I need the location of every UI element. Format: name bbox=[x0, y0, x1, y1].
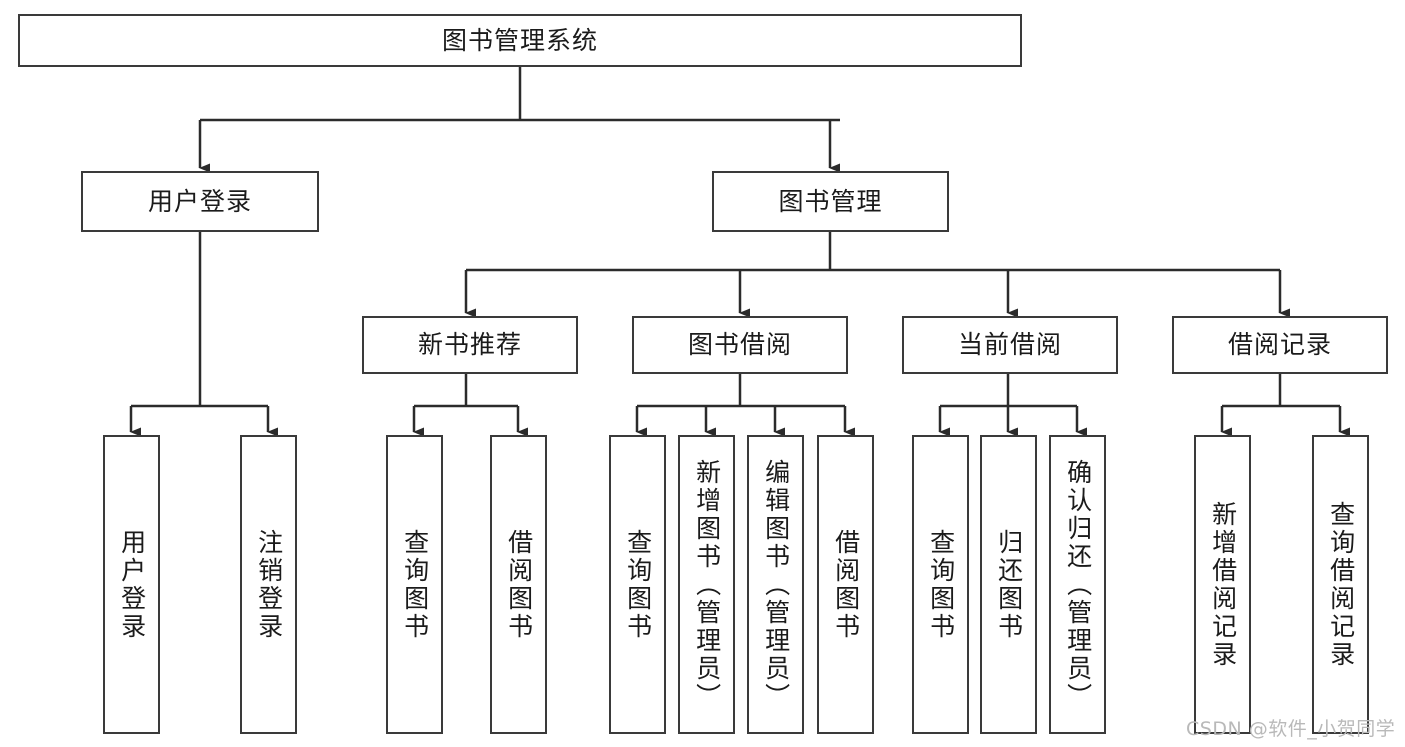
node-label: 借阅图书 bbox=[831, 528, 861, 641]
node-current-borrow[interactable]: 当前借阅 bbox=[902, 316, 1118, 374]
node-label: 注销登录 bbox=[254, 528, 284, 641]
node-label: 新增图书（管理员） bbox=[692, 458, 722, 711]
csdn-watermark: CSDN @软件_小贺同学 bbox=[1186, 718, 1396, 740]
node-leaf-confirm-return-admin[interactable]: 确认归还（管理员） bbox=[1049, 435, 1106, 734]
node-leaf-edit-book-admin[interactable]: 编辑图书（管理员） bbox=[747, 435, 804, 734]
node-label: 图书借阅 bbox=[687, 330, 792, 359]
node-label: 归还图书 bbox=[994, 528, 1024, 641]
node-label: 编辑图书（管理员） bbox=[761, 458, 791, 711]
node-book-borrow[interactable]: 图书借阅 bbox=[632, 316, 848, 374]
node-label: 图书管理系统 bbox=[441, 25, 598, 55]
node-leaf-query-book-current[interactable]: 查询图书 bbox=[912, 435, 969, 734]
node-leaf-borrow-book[interactable]: 借阅图书 bbox=[817, 435, 874, 734]
node-label: 新增借阅记录 bbox=[1208, 500, 1238, 669]
node-root-book-management-system[interactable]: 图书管理系统 bbox=[18, 14, 1022, 67]
node-user-login[interactable]: 用户登录 bbox=[81, 171, 319, 232]
node-label: 当前借阅 bbox=[957, 330, 1062, 359]
node-leaf-query-book-borrow[interactable]: 查询图书 bbox=[609, 435, 666, 734]
node-label: 借阅记录 bbox=[1227, 330, 1332, 359]
node-label: 图书管理 bbox=[778, 186, 883, 216]
node-label: 查询借阅记录 bbox=[1326, 500, 1356, 669]
node-label: 用户登录 bbox=[117, 528, 147, 641]
node-leaf-logout-login[interactable]: 注销登录 bbox=[240, 435, 297, 734]
node-label: 查询图书 bbox=[400, 528, 430, 641]
node-leaf-return-book[interactable]: 归还图书 bbox=[980, 435, 1037, 734]
node-label: 新书推荐 bbox=[417, 330, 522, 359]
node-leaf-add-borrow-record[interactable]: 新增借阅记录 bbox=[1194, 435, 1251, 734]
node-leaf-query-book-recommend[interactable]: 查询图书 bbox=[386, 435, 443, 734]
node-new-book-recommend[interactable]: 新书推荐 bbox=[362, 316, 578, 374]
node-label: 查询图书 bbox=[926, 528, 956, 641]
node-leaf-add-book-admin[interactable]: 新增图书（管理员） bbox=[678, 435, 735, 734]
node-book-management[interactable]: 图书管理 bbox=[712, 171, 949, 232]
node-leaf-borrow-book-recommend[interactable]: 借阅图书 bbox=[490, 435, 547, 734]
node-label: 查询图书 bbox=[623, 528, 653, 641]
node-borrow-record[interactable]: 借阅记录 bbox=[1172, 316, 1388, 374]
node-leaf-user-login[interactable]: 用户登录 bbox=[103, 435, 160, 734]
node-label: 借阅图书 bbox=[504, 528, 534, 641]
node-leaf-query-borrow-record[interactable]: 查询借阅记录 bbox=[1312, 435, 1369, 734]
node-label: 确认归还（管理员） bbox=[1063, 458, 1093, 711]
node-label: 用户登录 bbox=[147, 186, 252, 216]
